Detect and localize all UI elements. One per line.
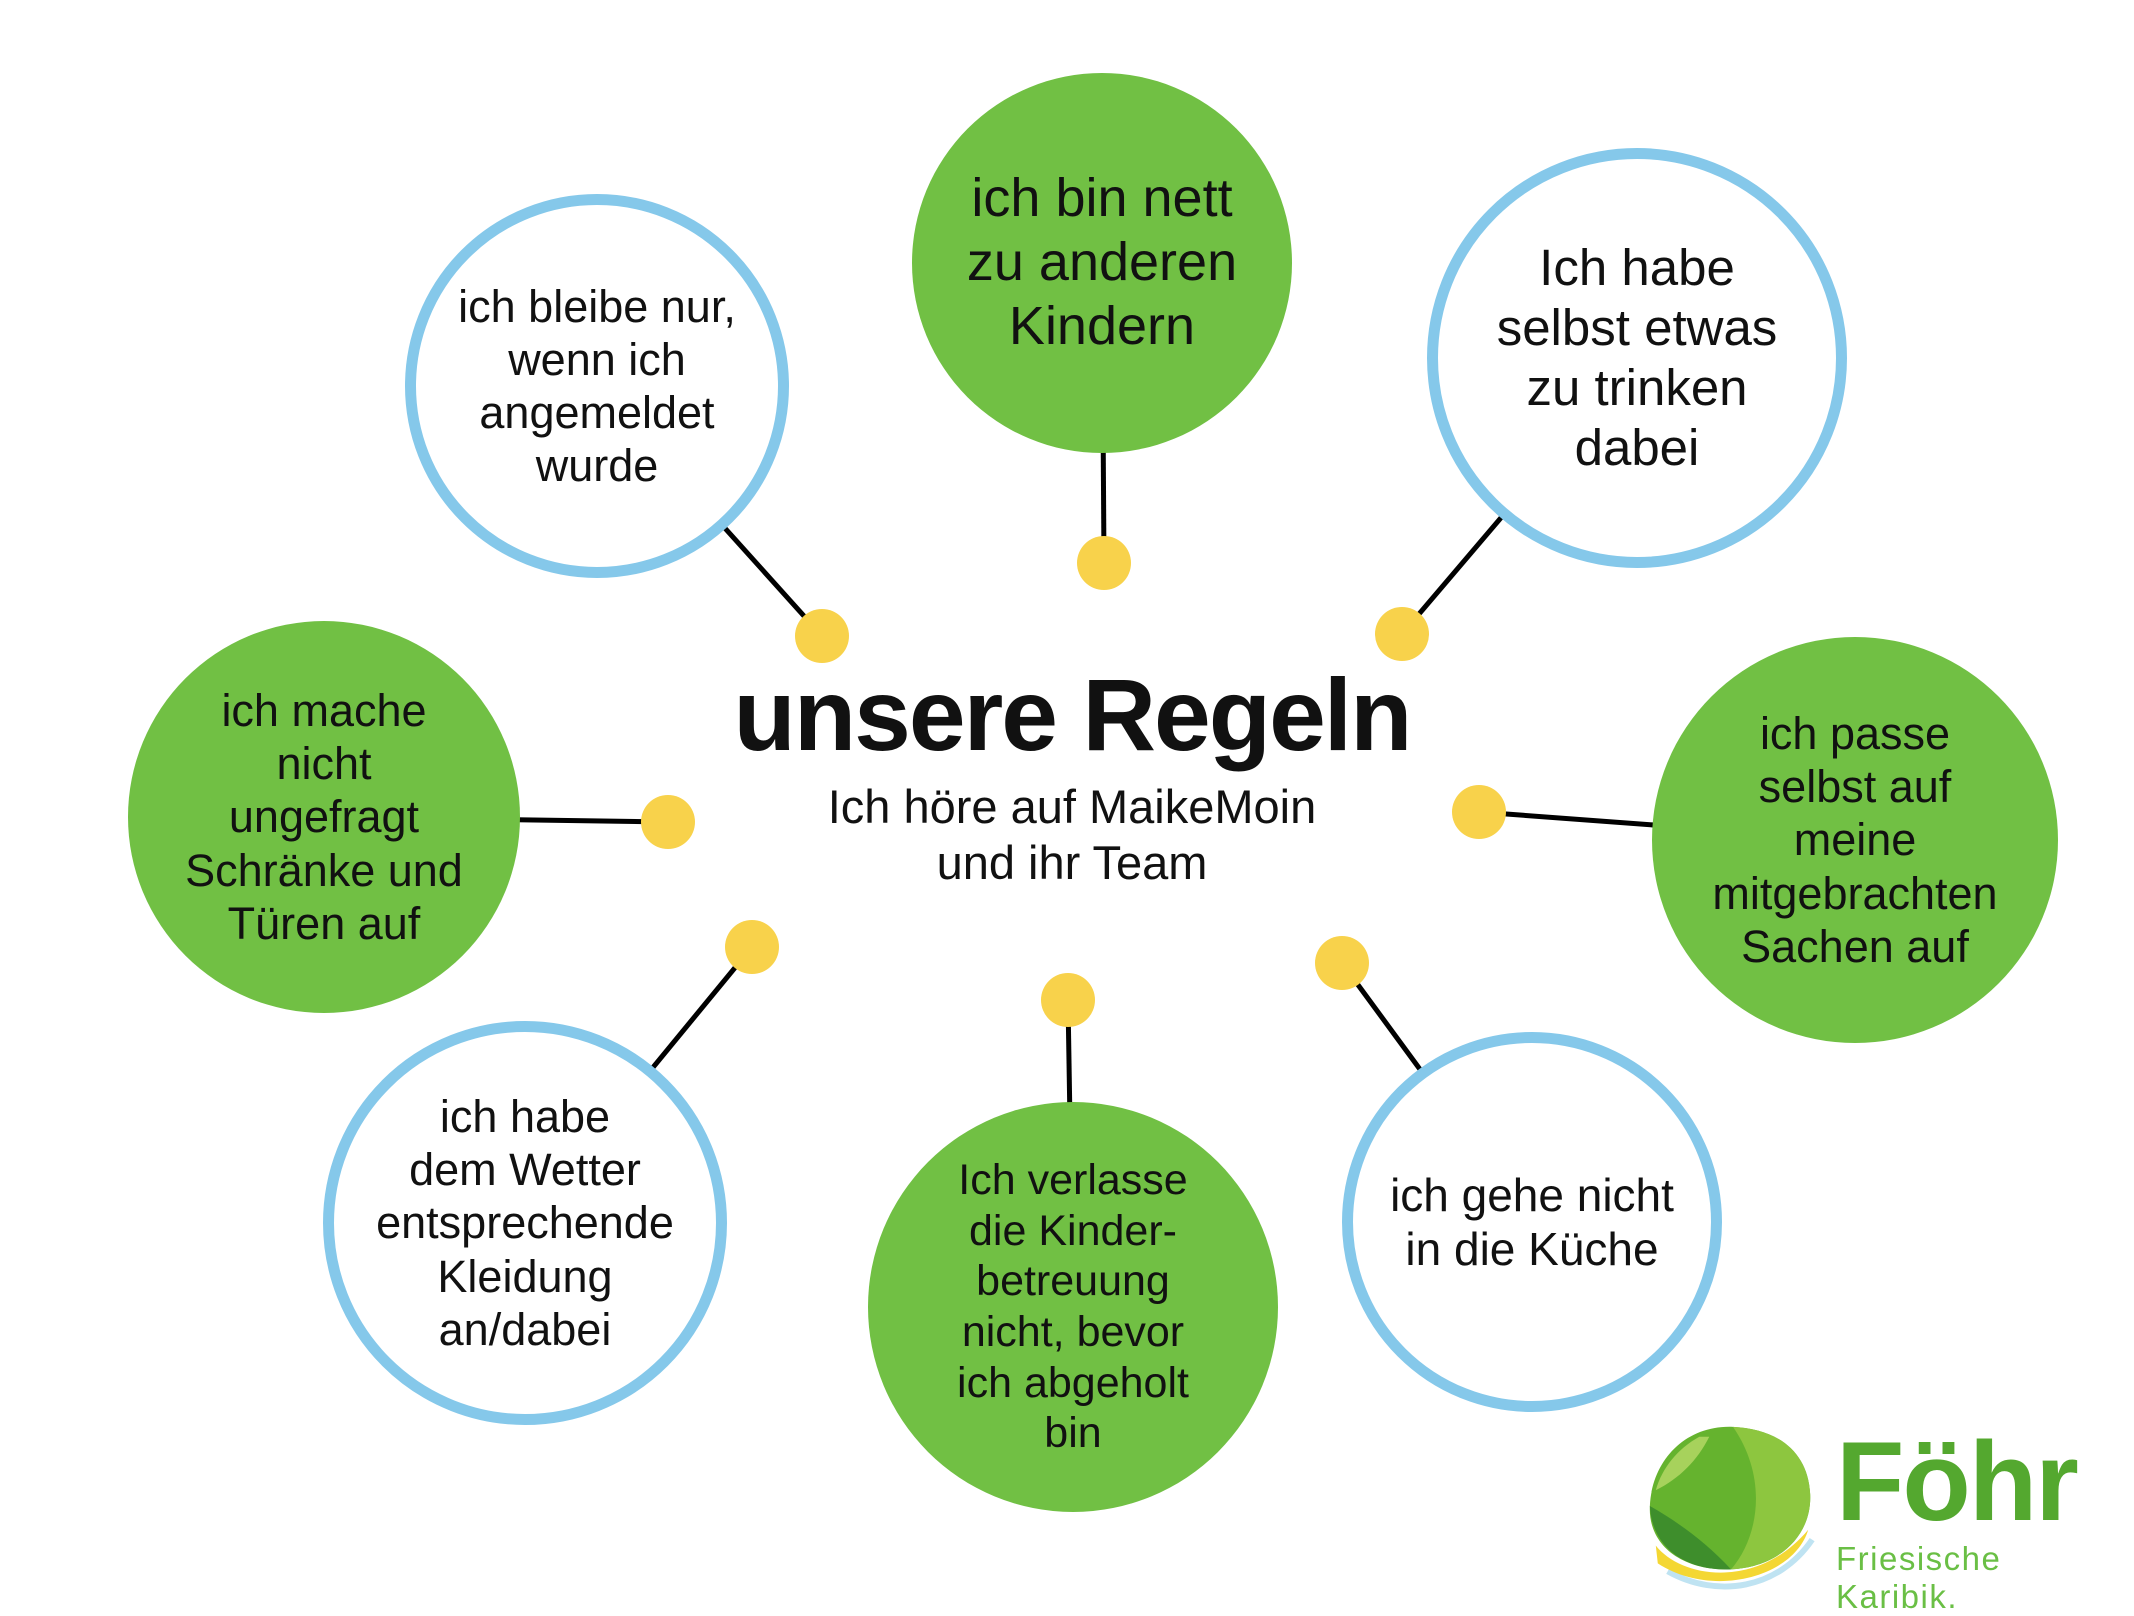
diagram-subtitle: Ich höre auf MaikeMoin und ihr Team [827,780,1317,890]
connector-dot [1077,536,1131,590]
rule-node-trinken: Ich habe selbst etwas zu trinken dabei [1427,148,1847,568]
rule-text: ich bin nett zu anderen Kindern [966,168,1238,356]
rule-node-schraenke: ich mache nicht ungefragt Schränke und T… [128,621,520,1013]
connector-dot [795,609,849,663]
rule-node-angemeldet: ich bleibe nur, wenn ich angemeldet wurd… [405,194,789,578]
foehr-leaf-icon [1649,1426,1815,1590]
connector-dot [1315,936,1369,990]
rule-node-sachen: ich passe selbst auf meine mitgebrachten… [1652,637,2058,1043]
connector-dot [641,795,695,849]
connector-dot [725,920,779,974]
foehr-logo-tagline: Friesische Karibik. [1836,1540,2002,1615]
diagram-title: unsere Regeln [733,658,1413,772]
connector-dot [1375,607,1429,661]
foehr-logo-text: Föhr [1836,1419,2079,1544]
rule-text: Ich habe selbst etwas zu trinken dabei [1496,238,1778,477]
rule-text: ich passe selbst auf meine mitgebrachten… [1712,708,1998,972]
rule-text: Ich verlasse die Kinder- betreuung nicht… [957,1155,1189,1458]
rule-text: ich mache nicht ungefragt Schränke und T… [185,685,463,949]
connector-dot [1452,785,1506,839]
rule-node-abgeholt: Ich verlasse die Kinder- betreuung nicht… [868,1102,1278,1512]
rule-text: ich bleibe nur, wenn ich angemeldet wurd… [458,280,736,492]
rule-node-kueche: ich gehe nicht in die Küche [1342,1032,1722,1412]
rule-node-nett: ich bin nett zu anderen Kindern [912,73,1292,453]
foehr-logo: Föhr Friesische Karibik. [1638,1420,2134,1615]
rule-text: ich habe dem Wetter entsprechende Kleidu… [376,1091,674,1355]
center-block: unsere Regeln Ich höre auf MaikeMoin und… [592,658,1552,892]
rule-text: ich gehe nicht in die Küche [1390,1168,1674,1275]
rule-node-kleidung: ich habe dem Wetter entsprechende Kleidu… [323,1021,727,1425]
foehr-text-block: Föhr Friesische Karibik. [1836,1426,2134,1616]
connector-dot [1041,973,1095,1027]
